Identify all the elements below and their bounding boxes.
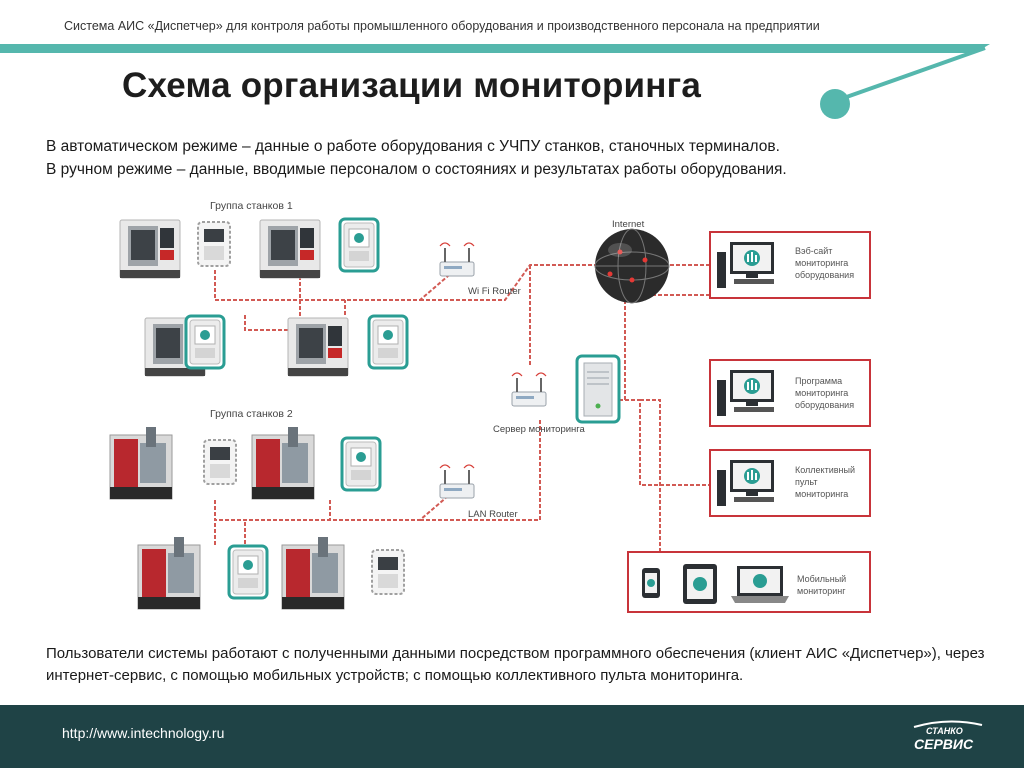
client-label: мониторинга <box>795 258 848 268</box>
client-box-mobile: Мобильный мониторинг <box>627 551 871 613</box>
server-router-icon <box>511 372 547 407</box>
client-label: мониторинга <box>795 388 848 398</box>
machine-icon <box>137 536 201 610</box>
server-icon <box>575 354 621 424</box>
smartphone-icon <box>642 568 660 598</box>
wifi-router-label: Wi Fi Router <box>468 286 521 297</box>
terminal-icon <box>367 314 409 370</box>
logo-text-top: СТАНКО <box>926 726 963 736</box>
group2-label: Группа станков 2 <box>210 408 293 420</box>
client-box-dashboard: Коллективный пульт мониторинга <box>709 449 871 517</box>
machine-icon <box>281 536 345 610</box>
terminal-icon <box>227 544 269 600</box>
logo-text-bottom: СЕРВИС <box>914 736 974 752</box>
internet-label: Internet <box>612 219 645 230</box>
footer-url-link[interactable]: http://www.intechnology.ru <box>62 725 225 741</box>
client-label: пульт <box>795 477 818 487</box>
network-links <box>214 264 710 581</box>
machine-icon <box>259 219 321 279</box>
terminal-icon <box>338 217 380 273</box>
stankoservis-logo: СТАНКО СЕРВИС <box>913 720 983 752</box>
intro-line-manual: В ручном режиме – данные, вводимые персо… <box>46 161 787 178</box>
internet-globe-icon <box>594 228 670 304</box>
machine-icon <box>109 426 173 500</box>
terminal-icon <box>371 549 405 595</box>
tablet-icon <box>683 564 717 604</box>
client-label: мониторинга <box>795 489 848 499</box>
intro-line-auto: В автоматическом режиме – данные о работ… <box>46 138 780 155</box>
monitoring-diagram: Группа станков 1 Группа станков 2 Wi Fi … <box>109 200 871 613</box>
client-label: мониторинг <box>797 586 846 596</box>
client-label: Программа <box>795 376 842 386</box>
group1-label: Группа станков 1 <box>210 200 293 212</box>
lan-router-icon <box>439 464 475 499</box>
svg-text:Коллективный пульт: Коллективный пульт мониторинга <box>795 465 858 499</box>
client-label: Вэб-сайт <box>795 246 832 256</box>
client-label: Мобильный <box>797 574 846 584</box>
svg-text:Программа мониторинга: Программа мониторинга оборудования <box>795 376 854 410</box>
footer-bar: http://www.intechnology.ru СТАНКО СЕРВИС <box>0 705 1024 768</box>
terminal-icon <box>203 439 237 485</box>
header-subtitle: Система АИС «Диспетчер» для контроля раб… <box>64 19 820 33</box>
wifi-router-icon <box>439 242 475 277</box>
client-label: оборудования <box>795 270 854 280</box>
page-title: Схема организации мониторинга <box>122 66 702 105</box>
header-accent-line <box>0 44 990 119</box>
client-box-program: Программа мониторинга оборудования <box>709 359 871 427</box>
terminal-icon <box>340 436 382 492</box>
client-box-website: Вэб-сайт мониторинга оборудования <box>709 231 871 299</box>
machine-icon <box>119 219 181 279</box>
outro-text: Пользователи системы работают с полученн… <box>46 645 985 684</box>
lan-router-label: LAN Router <box>468 509 518 520</box>
machine-icon <box>251 426 315 500</box>
svg-text:Мобильный мониторинг: Мобильный мониторинг <box>797 574 849 596</box>
terminal-icon <box>197 221 231 267</box>
laptop-icon <box>731 566 789 603</box>
client-label: Коллективный <box>795 465 855 475</box>
server-label: Сервер мониторинга <box>493 424 586 435</box>
terminal-icon <box>184 314 226 370</box>
intro-text: В автоматическом режиме – данные о работ… <box>46 135 787 181</box>
machine-icon <box>287 317 349 377</box>
svg-text:Вэб-сайт мониторинга: Вэб-сайт мониторинга оборудования <box>795 246 854 280</box>
client-label: оборудования <box>795 400 854 410</box>
